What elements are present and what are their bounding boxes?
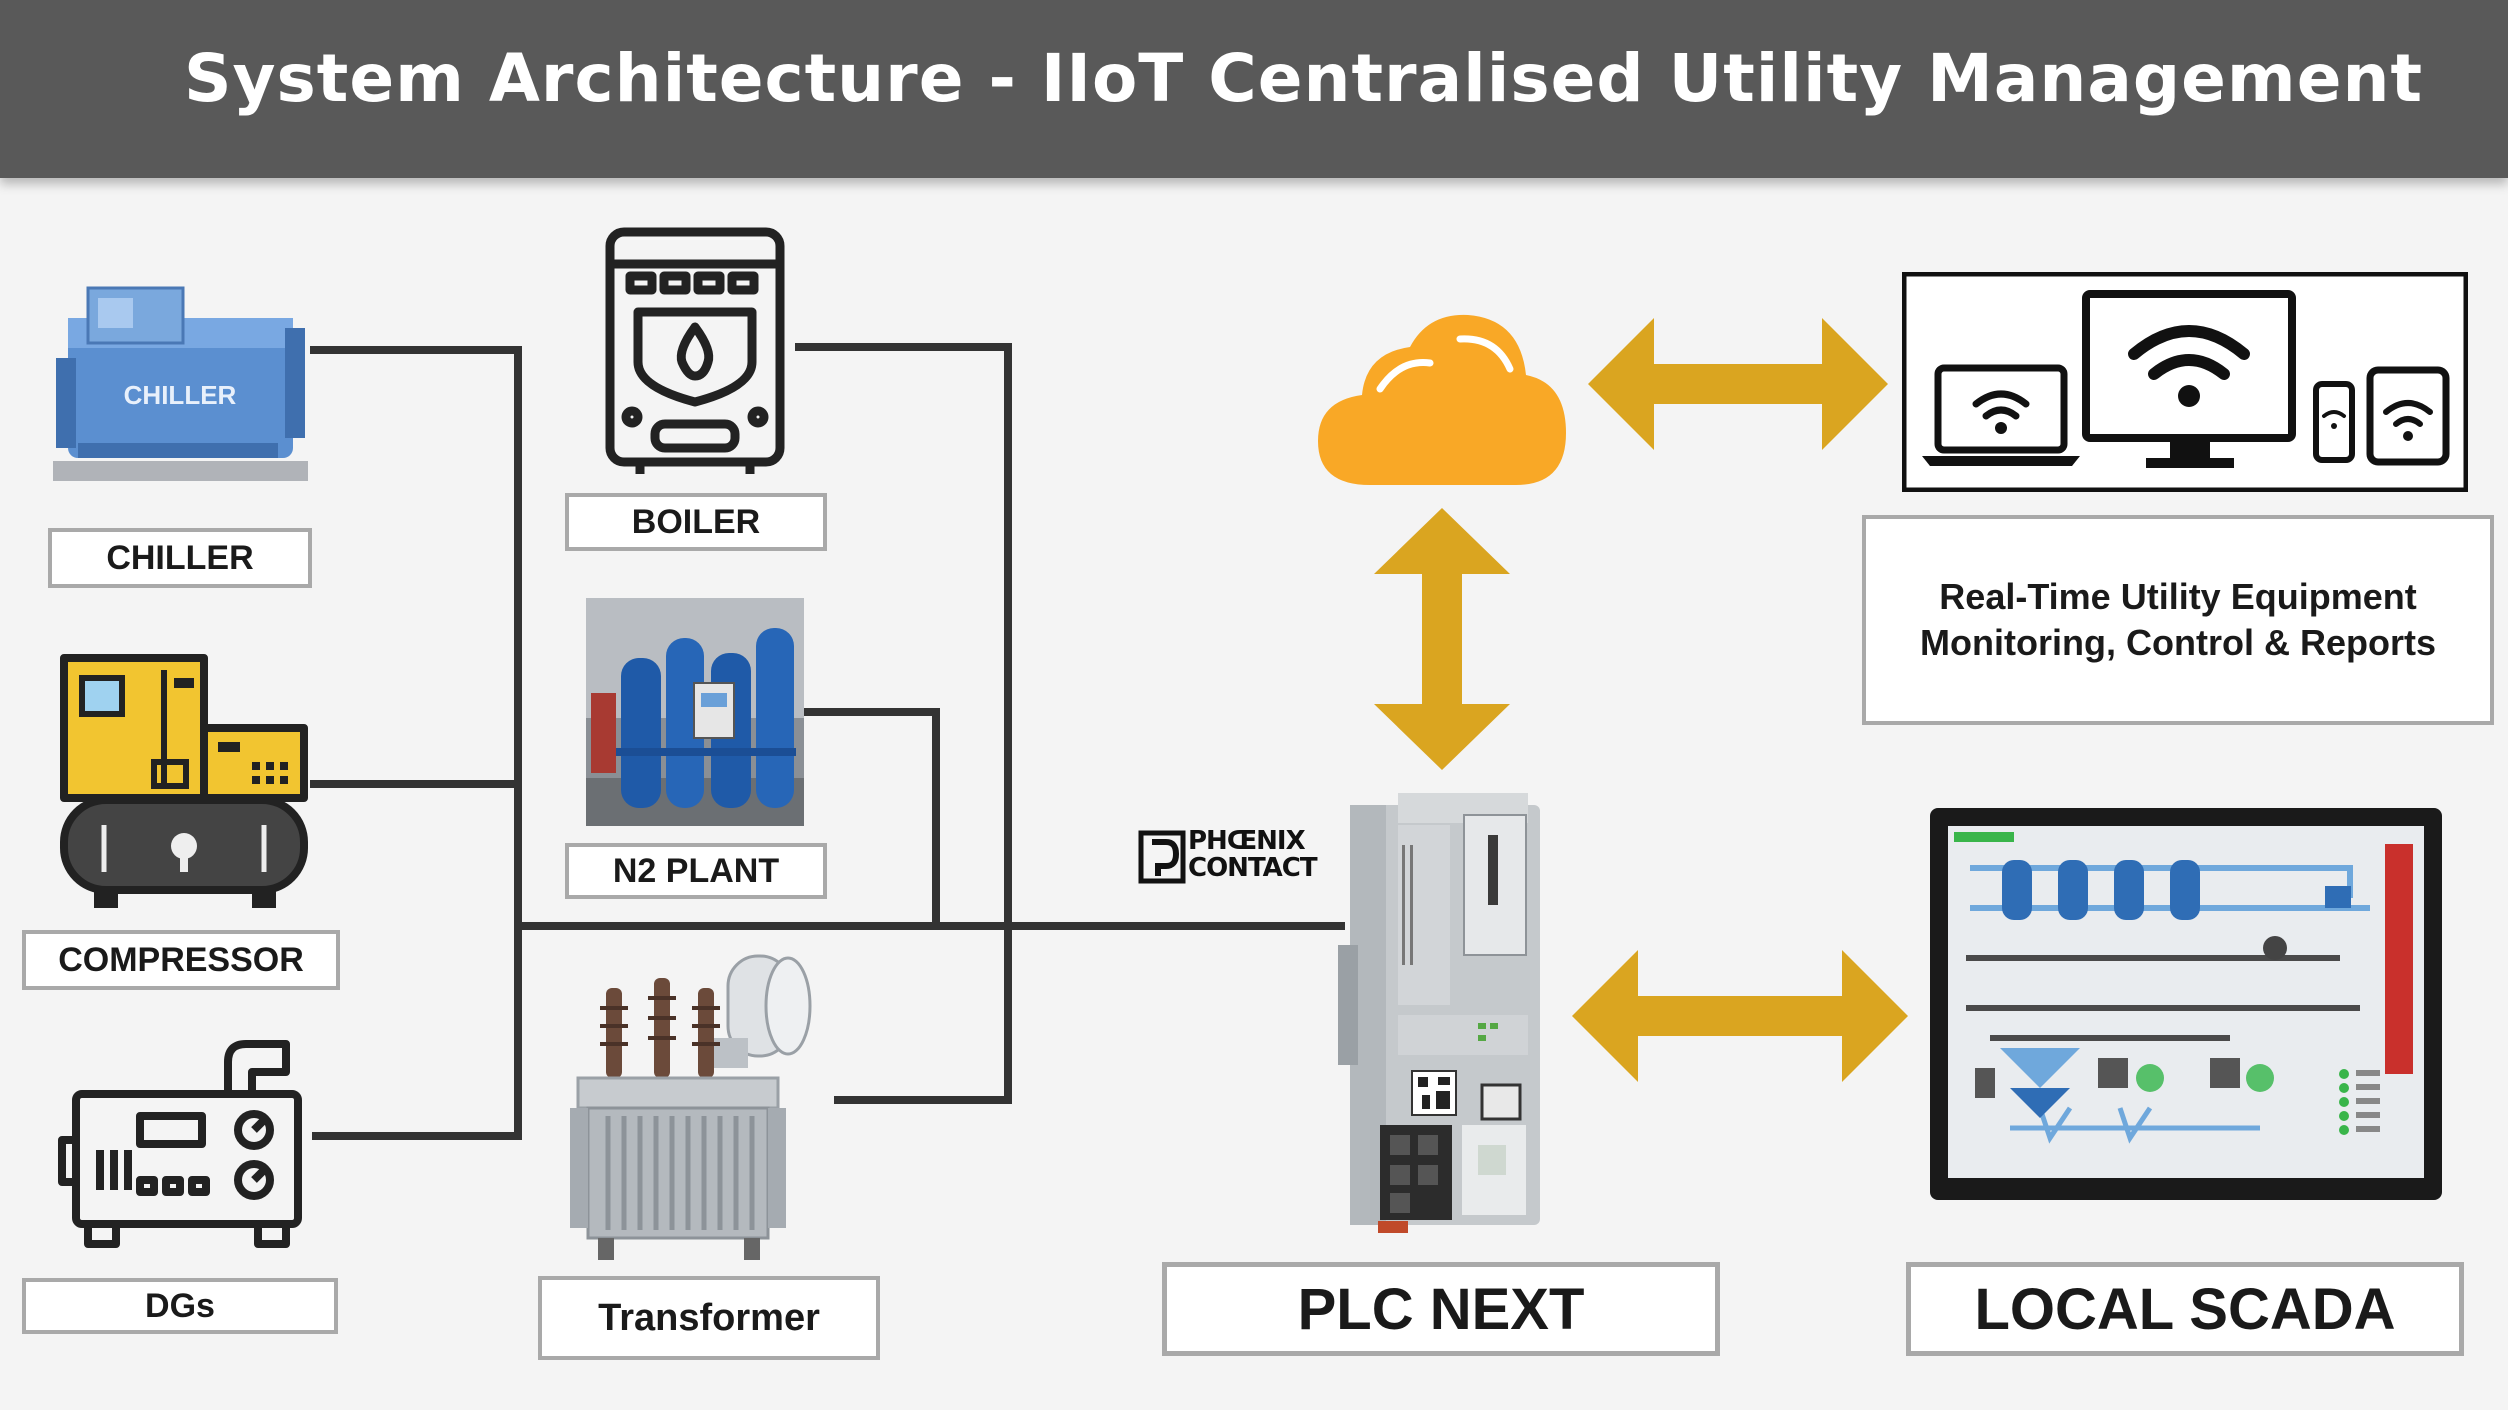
compressor-icon: [60, 654, 308, 908]
dgs-label: DGs: [22, 1278, 338, 1334]
cloud-devices-arrow: [1588, 318, 1888, 450]
n2-plant-icon: [586, 598, 804, 826]
devices-icon: [1902, 272, 2468, 492]
cloud-icon: [1318, 314, 1566, 485]
chiller-icon: CHILLER: [53, 286, 308, 481]
cloud-plc-arrow: [1374, 508, 1510, 770]
plc-scada-arrow: [1572, 950, 1908, 1082]
logo-line-1: PHŒNIX: [1188, 826, 1306, 856]
title-bar: System Architecture - IIoT Centralised U…: [0, 0, 2508, 178]
logo-line-2: CONTACT: [1188, 853, 1318, 883]
chiller-label: CHILLER: [48, 528, 312, 588]
generator-icon: [58, 1040, 302, 1248]
info-box: Real-Time Utility Equipment Monitoring, …: [1862, 515, 2494, 725]
scada-screen-icon: [1930, 808, 2442, 1200]
transformer-label: Transformer: [538, 1276, 880, 1360]
info-line-2: Monitoring, Control & Reports: [1920, 622, 2436, 663]
plc-next-label: PLC NEXT: [1162, 1262, 1720, 1356]
plc-icon: [1338, 793, 1540, 1233]
phoenix-contact-logo: PHŒNIX CONTACT: [1138, 828, 1334, 884]
chiller-badge: CHILLER: [124, 380, 237, 410]
compressor-label: COMPRESSOR: [22, 930, 340, 990]
n2-plant-label: N2 PLANT: [565, 843, 827, 899]
page-title: System Architecture - IIoT Centralised U…: [183, 40, 2423, 117]
local-scada-label: LOCAL SCADA: [1906, 1262, 2464, 1356]
phoenix-logo-mark-icon: [1138, 830, 1186, 884]
transformer-icon: [570, 954, 812, 1260]
info-line-1: Real-Time Utility Equipment: [1939, 576, 2417, 617]
boiler-icon: [605, 227, 785, 474]
boiler-label: BOILER: [565, 493, 827, 551]
